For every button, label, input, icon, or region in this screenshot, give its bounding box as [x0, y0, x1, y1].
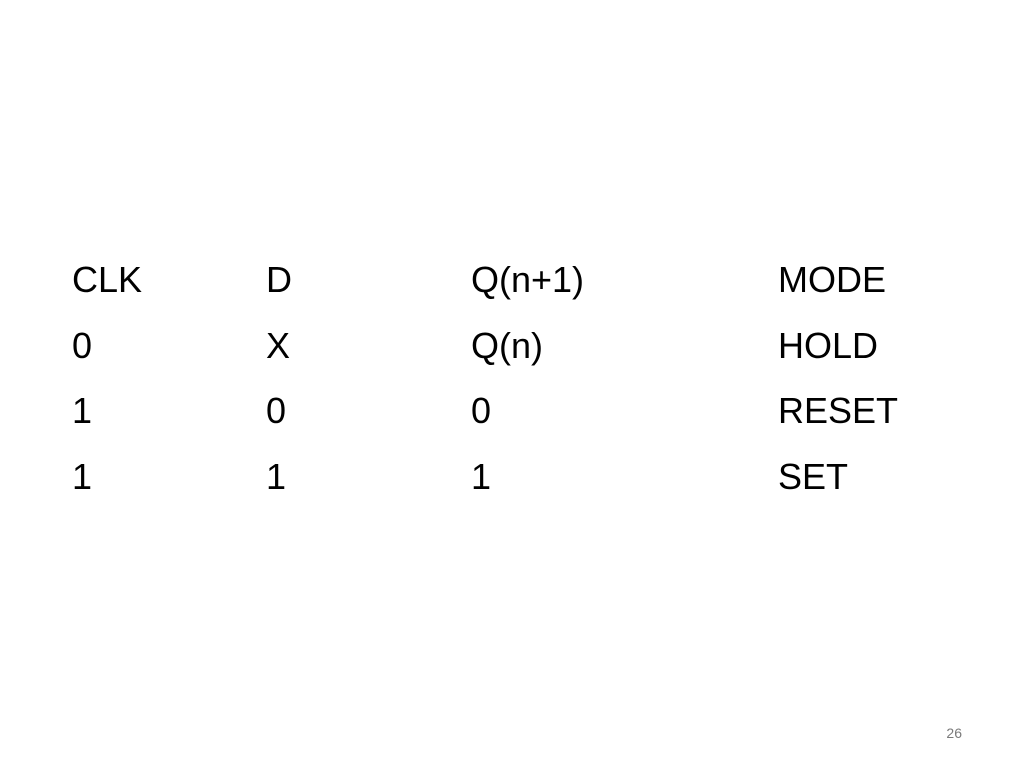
cell-clk: 1 — [72, 390, 93, 431]
cell-d: 1 — [266, 455, 287, 497]
table-row: 1 1 1 SET — [72, 444, 938, 510]
table-row: 0 X Q(n) HOLD — [72, 313, 938, 379]
cell-d: X — [266, 324, 291, 366]
header-d: D — [266, 259, 292, 300]
header-mode: MODE — [778, 259, 886, 300]
cell-q-next: 1 — [471, 455, 492, 497]
header-clk: CLK — [72, 259, 143, 300]
cell-clk: 0 — [72, 324, 93, 366]
cell-d: 0 — [266, 390, 287, 431]
table-row: 1 0 0 RESET — [72, 378, 938, 444]
cell-mode: HOLD — [778, 324, 879, 366]
cell-q-next: 0 — [471, 390, 492, 431]
cell-mode: SET — [778, 455, 849, 497]
header-q-next: Q(n+1) — [471, 259, 585, 300]
cell-q-next: Q(n) — [471, 324, 543, 366]
cell-mode: RESET — [778, 390, 899, 431]
slide-number: 26 — [946, 725, 962, 741]
cell-clk: 1 — [72, 455, 93, 497]
table-header-row: CLK D Q(n+1) MODE — [72, 247, 938, 313]
truth-table: CLK D Q(n+1) MODE 0 X Q(n) HOLD 1 0 0 RE… — [72, 247, 938, 509]
